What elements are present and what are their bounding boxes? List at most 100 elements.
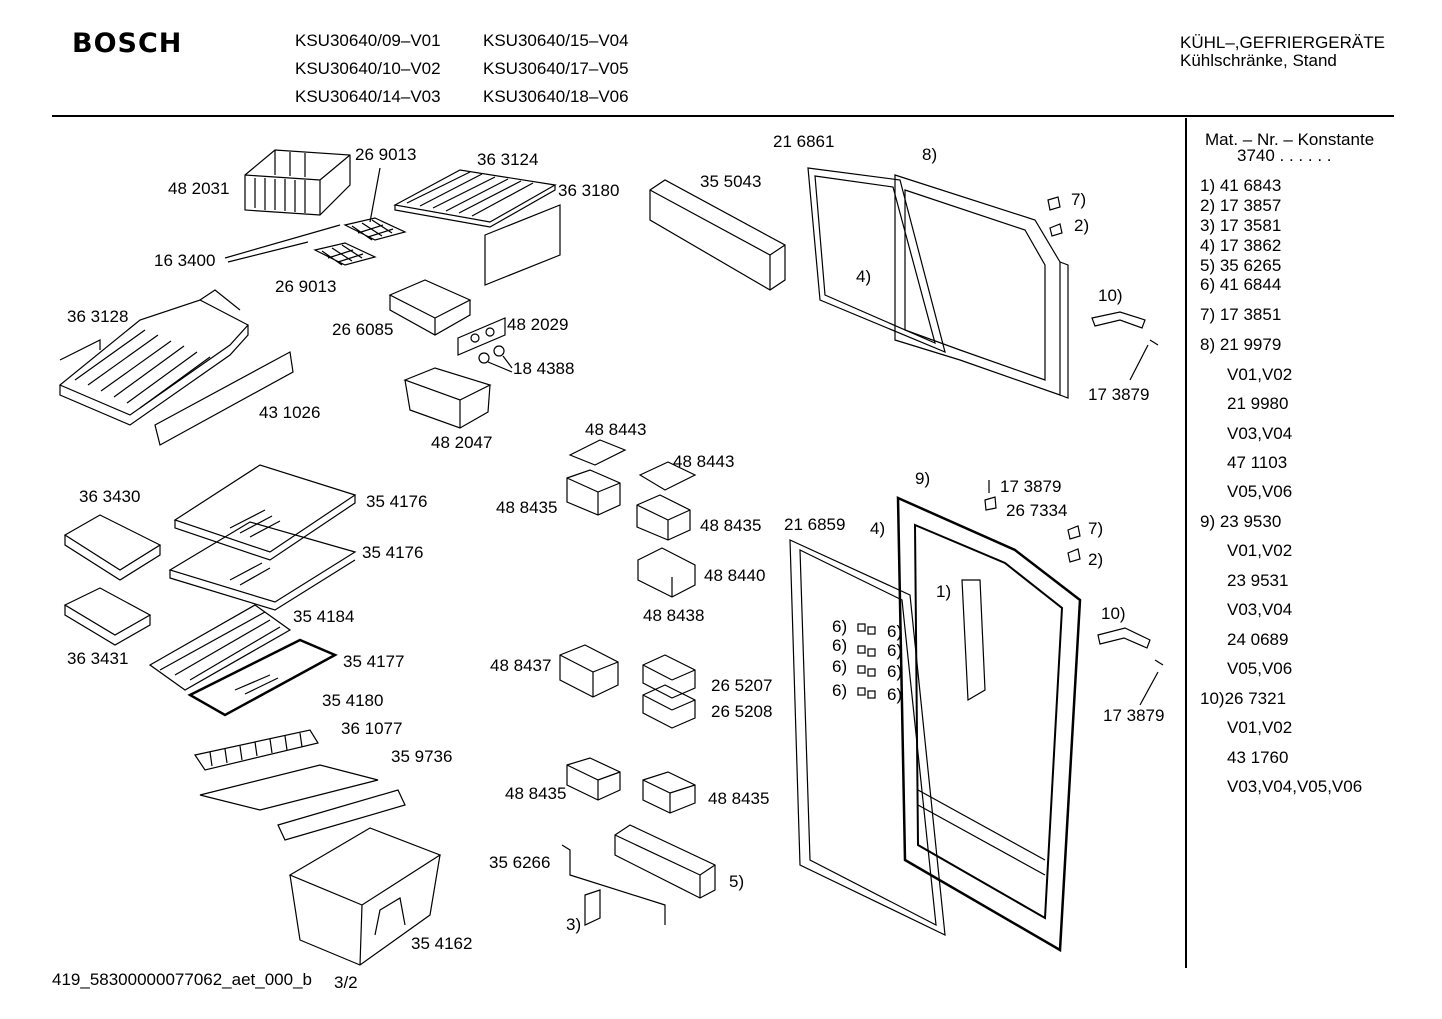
sidebar-entry: 47 1103	[1227, 453, 1288, 472]
header-divider	[52, 115, 1394, 117]
part-label: 21 6861	[773, 132, 835, 151]
sidebar-entry: 6) 41 6844	[1200, 275, 1282, 294]
part-label: 36 3430	[79, 487, 141, 506]
part-label: 26 5207	[711, 676, 773, 695]
model-number: KSU30640/15–V04	[483, 31, 629, 50]
part-10-handle-illustration	[1097, 627, 1164, 706]
part-label: 8)	[922, 145, 938, 164]
sidebar-entry: 5) 35 6265	[1200, 256, 1282, 275]
part-label: 3)	[566, 915, 582, 934]
sidebar-entry: V05,V06	[1227, 659, 1293, 678]
sidebar-heading: Mat. – Nr. – Konstante	[1205, 130, 1375, 149]
part-2-fitting-illustration	[1067, 548, 1081, 563]
part-48-2031-illustration	[244, 149, 351, 216]
sidebar-entry: 1) 41 6843	[1200, 176, 1282, 195]
part-label: 48 8435	[708, 789, 770, 808]
part-label: 17 3879	[1000, 477, 1062, 496]
model-number: KSU30640/17–V05	[483, 59, 629, 78]
part-48-8437-illustration	[559, 644, 619, 698]
sidebar-entry: 7) 17 3851	[1200, 305, 1282, 324]
part-label: 48 2031	[168, 179, 230, 198]
part-26-6085-illustration	[388, 279, 472, 336]
part-label: 10)	[1098, 286, 1123, 305]
leader-line	[224, 224, 341, 259]
part-label: 2)	[1074, 216, 1090, 235]
part-36-1077-illustration	[194, 729, 319, 771]
part-label: 36 3124	[477, 150, 539, 169]
sidebar-entry: 2) 17 3857	[1200, 196, 1282, 215]
part-35-4176-illustration	[168, 464, 357, 611]
part-18-4388-illustration	[478, 345, 513, 373]
part-label: 26 9013	[275, 277, 337, 296]
part-7-fitting-illustration	[1067, 525, 1081, 540]
part-9-fridge-door-illustration	[896, 496, 1082, 953]
part-label: 48 8435	[505, 784, 567, 803]
part-26-7334-illustration	[984, 496, 997, 511]
part-48-8435-illustration	[566, 469, 696, 814]
part-43-1026-illustration	[154, 351, 294, 446]
part-35-9736-illustration	[199, 764, 406, 841]
part-35-4177-illustration	[187, 638, 338, 717]
sidebar-entry: V01,V02	[1227, 541, 1293, 560]
part-label: 48 2029	[507, 315, 569, 334]
model-number: KSU30640/10–V02	[295, 59, 441, 78]
part-label: 35 4162	[411, 934, 473, 953]
part-label: 43 1026	[259, 403, 321, 422]
sidebar-entry: V03,V04	[1227, 424, 1293, 443]
page-number: 3/2	[334, 973, 358, 992]
part-label: 35 9736	[391, 747, 453, 766]
part-label: 36 1077	[341, 719, 403, 738]
part-26-5207-illustration	[642, 654, 696, 699]
part-label: 35 4176	[366, 492, 428, 511]
part-8-freezer-door-illustration	[894, 174, 1069, 399]
part-label: 26 7334	[1006, 501, 1068, 520]
sidebar-entry: V03,V04	[1227, 600, 1293, 619]
sidebar-entry: V03,V04,V05,V06	[1227, 777, 1363, 796]
part-label: 2)	[1088, 550, 1104, 569]
part-26-5208-illustration	[642, 684, 696, 729]
part-6-clip-illustration	[857, 623, 876, 699]
part-label: 5)	[729, 872, 745, 891]
part-7-fitting-illustration	[1047, 196, 1061, 211]
exploded-parts-drawing	[58, 149, 1164, 966]
part-label: 9)	[915, 469, 931, 488]
sidebar-entry: 23 9531	[1227, 571, 1289, 590]
part-label: 18 4388	[513, 359, 575, 378]
part-label: 35 5043	[700, 172, 762, 191]
sidebar-entry: V05,V06	[1227, 482, 1293, 501]
part-5-door-bin-illustration	[614, 824, 716, 899]
part-label: 48 8437	[490, 656, 552, 675]
sidebar-entry: V01,V02	[1227, 718, 1293, 737]
brand-logo: BOSCH	[72, 28, 183, 59]
part-label: 17 3879	[1103, 706, 1165, 725]
part-label: 6)	[832, 617, 848, 636]
part-36-3124-illustration	[393, 169, 557, 228]
part-label: 36 3128	[67, 307, 129, 326]
part-3-clip-illustration	[584, 889, 601, 926]
part-label: 4)	[870, 519, 886, 538]
part-2-fitting-illustration	[1049, 223, 1063, 237]
part-label: 16 3400	[154, 251, 216, 270]
part-label: 26 9013	[355, 145, 417, 164]
part-label: 35 6266	[489, 853, 551, 872]
part-label: 48 8435	[496, 498, 558, 517]
part-10-handle-illustration	[1091, 311, 1159, 381]
part-label: 6)	[887, 662, 903, 681]
part-label: 48 8443	[673, 452, 735, 471]
part-label: 26 5208	[711, 702, 773, 721]
part-label: 26 6085	[332, 320, 394, 339]
model-number: KSU30640/09–V01	[295, 31, 441, 50]
part-label: 48 2047	[431, 433, 493, 452]
sidebar-entry: 3) 17 3581	[1200, 216, 1282, 235]
part-label: 36 3431	[67, 649, 129, 668]
part-label: 7)	[1071, 190, 1087, 209]
part-label: 48 8440	[704, 566, 766, 585]
sidebar-entry: 8) 21 9979	[1200, 335, 1282, 354]
sidebar-entry: V01,V02	[1227, 365, 1293, 384]
sidebar-entry: 43 1760	[1227, 748, 1289, 767]
part-label: 1)	[936, 582, 952, 601]
part-label: 6)	[832, 657, 848, 676]
sidebar-entry: 9) 23 9530	[1200, 512, 1282, 531]
model-number: KSU30640/14–V03	[295, 87, 441, 106]
model-number: KSU30640/18–V06	[483, 87, 629, 106]
